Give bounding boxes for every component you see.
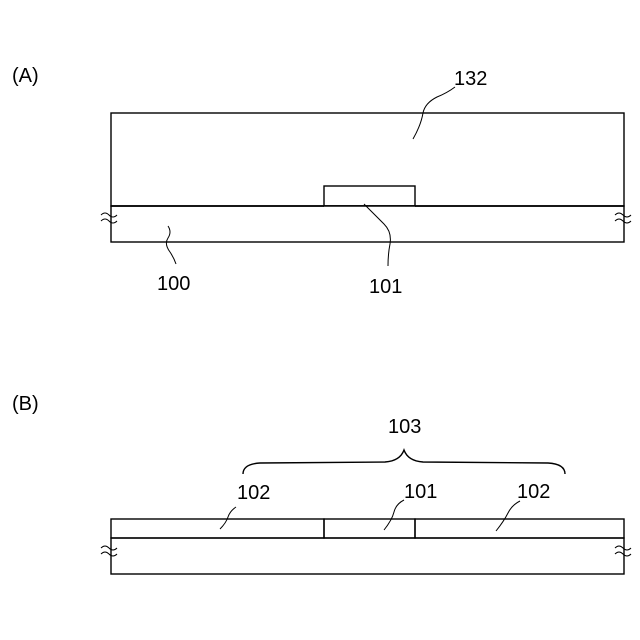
panel-b-label: (B) xyxy=(12,393,39,415)
layer-102-right xyxy=(415,519,624,538)
panel-a-label: (A) xyxy=(12,65,39,87)
panel-a: (A) 132 100 101 xyxy=(12,65,631,298)
label-101-a: 101 xyxy=(369,276,402,298)
leader-102-right xyxy=(496,501,520,531)
label-101-b: 101 xyxy=(404,481,437,503)
break-mark-left-a xyxy=(101,213,117,223)
layer-132 xyxy=(111,113,624,206)
label-132: 132 xyxy=(454,68,487,90)
substrate-100-a xyxy=(111,206,624,242)
label-102-left: 102 xyxy=(237,482,270,504)
leader-101-b xyxy=(384,500,404,530)
break-mark-left-b xyxy=(101,546,117,556)
layer-102-left xyxy=(111,519,324,538)
leader-101-a xyxy=(364,204,390,266)
electrode-101-b xyxy=(324,519,415,538)
electrode-101-a xyxy=(324,186,415,206)
leader-102-left xyxy=(220,507,236,529)
label-102-right: 102 xyxy=(517,481,550,503)
brace-103 xyxy=(243,450,565,474)
leader-100 xyxy=(166,226,176,264)
break-mark-right-b xyxy=(615,546,631,556)
break-mark-right-a xyxy=(615,213,631,223)
label-100: 100 xyxy=(157,273,190,295)
label-103: 103 xyxy=(388,416,421,438)
panel-b: (B) 103 102 101 102 xyxy=(12,393,631,574)
substrate-100-b xyxy=(111,538,624,574)
